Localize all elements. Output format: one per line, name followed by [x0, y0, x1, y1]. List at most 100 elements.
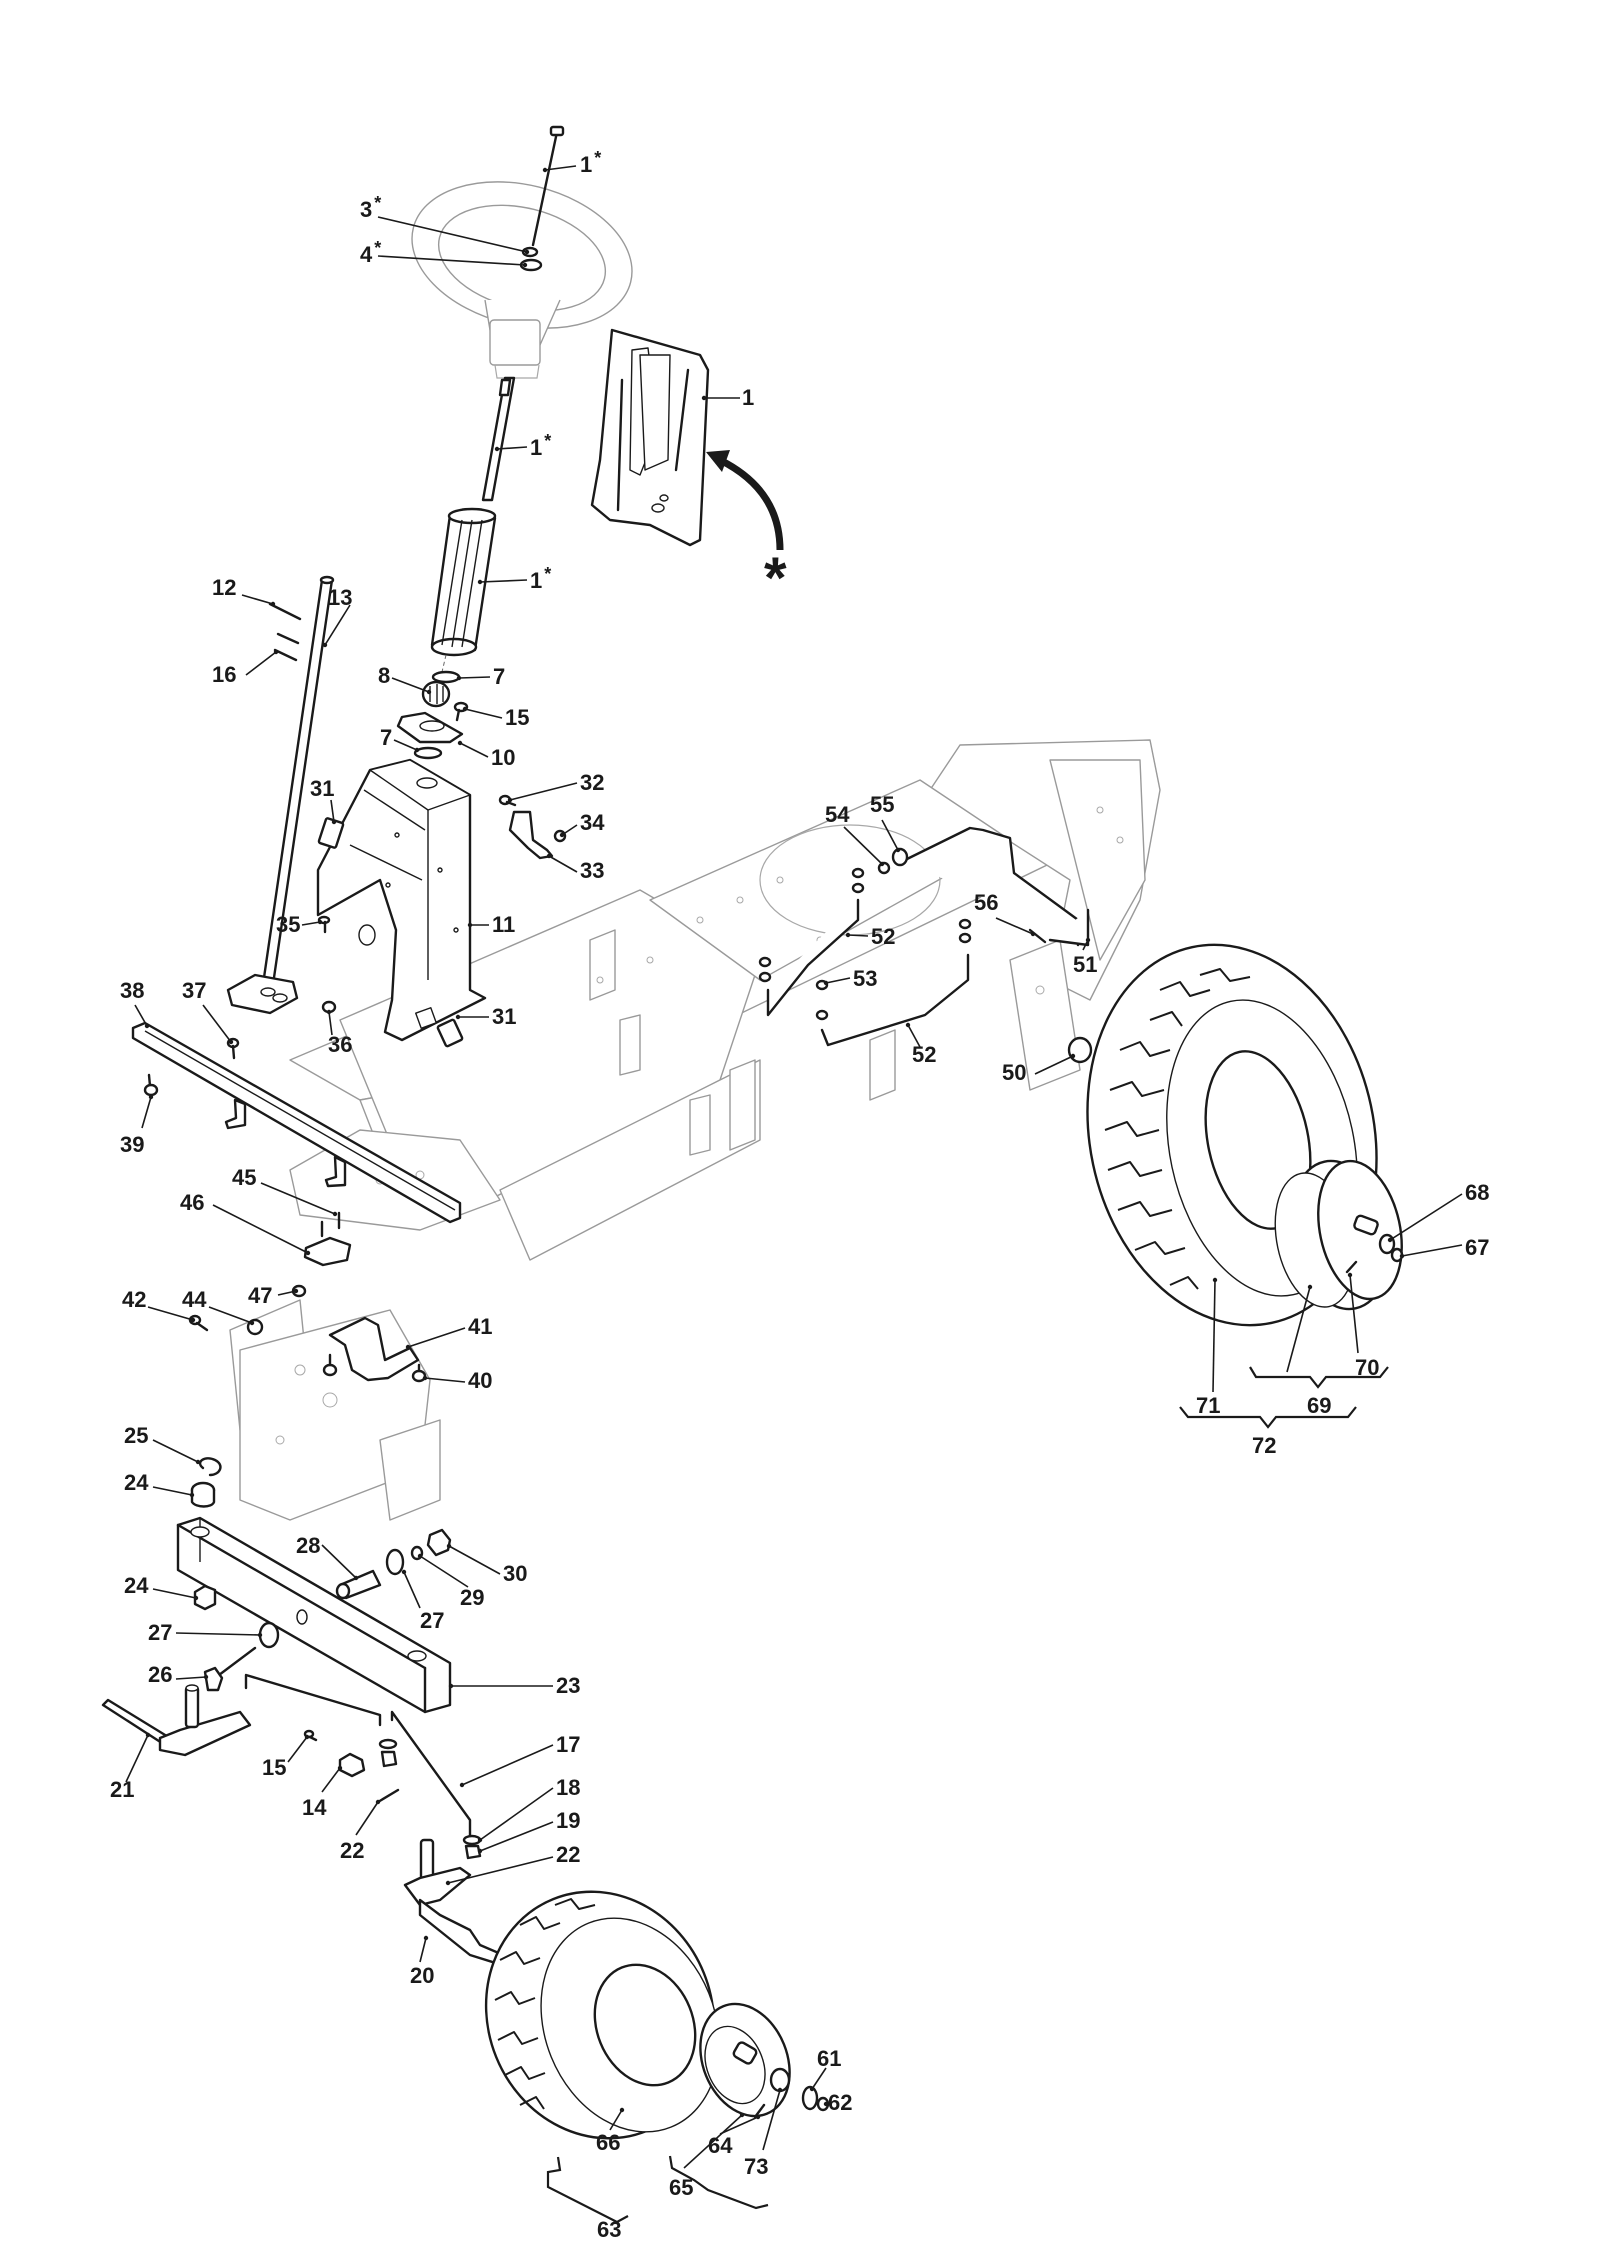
bracket-41 [328, 1316, 420, 1382]
leader-dot-55 [895, 847, 901, 853]
leader-dot-8 [426, 689, 432, 695]
leader-dot-68 [1387, 1237, 1393, 1243]
leader-dot-15 [304, 1734, 310, 1740]
callout-label-64: 64 [708, 2133, 733, 2158]
leader-line-36 [328, 1011, 333, 1036]
asterisk-marker: * [764, 546, 787, 611]
assembly-axis [441, 654, 447, 673]
callout-label-45: 45 [232, 1165, 256, 1190]
leader-lines [125, 165, 1463, 2169]
leader-dot-56 [1030, 931, 1036, 937]
callout-label-72: 72 [1252, 1433, 1276, 1458]
leader-dot-14 [337, 1765, 343, 1771]
leader-line-13 [324, 604, 351, 646]
callout-label-8: 8 [378, 663, 390, 688]
leader-dot-47 [293, 1288, 299, 1294]
leader-dot-62 [823, 2101, 829, 2107]
callout-label-13: 13 [328, 585, 352, 610]
leader-line-61 [811, 2067, 827, 2090]
pin-16a [276, 632, 300, 645]
leader-dot-31 [331, 819, 337, 825]
leader-line-68 [1389, 1193, 1463, 1241]
front-rim [699, 2002, 791, 2119]
callout-label-70: 70 [1355, 1355, 1379, 1380]
bushing-24-lower [193, 1584, 217, 1611]
bearing-plate [396, 711, 464, 744]
leader-dot-30 [446, 1543, 452, 1549]
callout-label-62: 62 [828, 2090, 852, 2115]
bolt-35 [317, 915, 331, 934]
washer-18 [462, 1834, 482, 1846]
callout-label-1: 1 [742, 385, 754, 410]
front-axle-beam [176, 1516, 452, 1714]
leader-dot-33 [546, 853, 552, 859]
pinion-gear [421, 680, 451, 708]
rod-51-end [1048, 908, 1090, 947]
callout-label-68: 68 [1465, 1180, 1489, 1205]
callout-label-15: 15 [505, 705, 529, 730]
leader-dot-16 [273, 649, 279, 655]
leader-line-4 [377, 255, 526, 266]
leader-line-10 [459, 742, 489, 758]
tie-rod-17b [390, 1710, 472, 1837]
e-clip-25 [198, 1457, 222, 1477]
leader-dot-36 [326, 1009, 332, 1015]
plate-46 [303, 1236, 352, 1267]
leader-dot-45 [332, 1211, 338, 1217]
leader-line-52 [907, 1024, 921, 1048]
callout-label-67: 67 [1465, 1235, 1489, 1260]
leader-dot-15 [462, 706, 468, 712]
callout-label-31: 31 [310, 776, 334, 801]
leader-line-52 [847, 934, 869, 937]
leader-line-14 [321, 1767, 341, 1793]
asterisk-superscript: * [374, 193, 381, 213]
leader-dot-35 [317, 919, 323, 925]
leader-line-27 [403, 1571, 421, 1609]
leader-line-29 [419, 1555, 469, 1588]
callout-label-1: 1* [530, 564, 551, 593]
leader-line-35 [301, 921, 321, 926]
callout-label-47: 47 [248, 1283, 272, 1308]
leader-dot-71 [1212, 1277, 1218, 1283]
callout-label-50: 50 [1002, 1060, 1026, 1085]
asterisk-superscript: * [544, 431, 551, 451]
washer-7-lower [413, 746, 443, 760]
leader-dot-12 [270, 601, 276, 607]
column-support [316, 758, 487, 1042]
leader-line-50 [1034, 1055, 1074, 1075]
leader-dot-27 [257, 1632, 263, 1638]
leader-line-34 [561, 824, 578, 836]
callout-label-65: 65 [669, 2175, 693, 2200]
leader-dot-52 [845, 932, 851, 938]
steering-wheel [411, 181, 633, 379]
leader-line-42 [147, 1306, 194, 1321]
leader-line-56 [995, 917, 1034, 935]
callout-label-21: 21 [110, 1777, 134, 1802]
nut-tie-rod [380, 1750, 398, 1768]
nut-14 [338, 1752, 366, 1778]
leader-line-37 [202, 1004, 232, 1043]
bolt-39 [143, 1073, 159, 1097]
leader-dot-18 [477, 1837, 483, 1843]
callout-label-39: 39 [120, 1132, 144, 1157]
leader-dot-69 [1307, 1284, 1313, 1290]
leader-line-69 [1286, 1286, 1311, 1373]
callout-label-69: 69 [1307, 1393, 1331, 1418]
leader-line-21 [125, 1734, 149, 1783]
leader-line-41 [407, 1327, 466, 1348]
leader-line-16 [245, 651, 277, 676]
leader-dot-10 [457, 740, 463, 746]
washer-50 [1067, 1036, 1093, 1064]
callout-label-31: 31 [492, 1004, 516, 1029]
leader-dot-3 [524, 249, 530, 255]
rear-rim [1274, 1159, 1403, 1311]
leader-dot-1 [542, 167, 548, 173]
leader-dot-1 [477, 579, 483, 585]
callout-label-17: 17 [556, 1732, 580, 1757]
leader-dot-19 [477, 1848, 483, 1854]
leader-line-28 [321, 1544, 357, 1579]
pivot-pin-28 [335, 1569, 382, 1600]
leader-line-67 [1401, 1244, 1463, 1257]
brace-69 [1249, 1366, 1389, 1389]
